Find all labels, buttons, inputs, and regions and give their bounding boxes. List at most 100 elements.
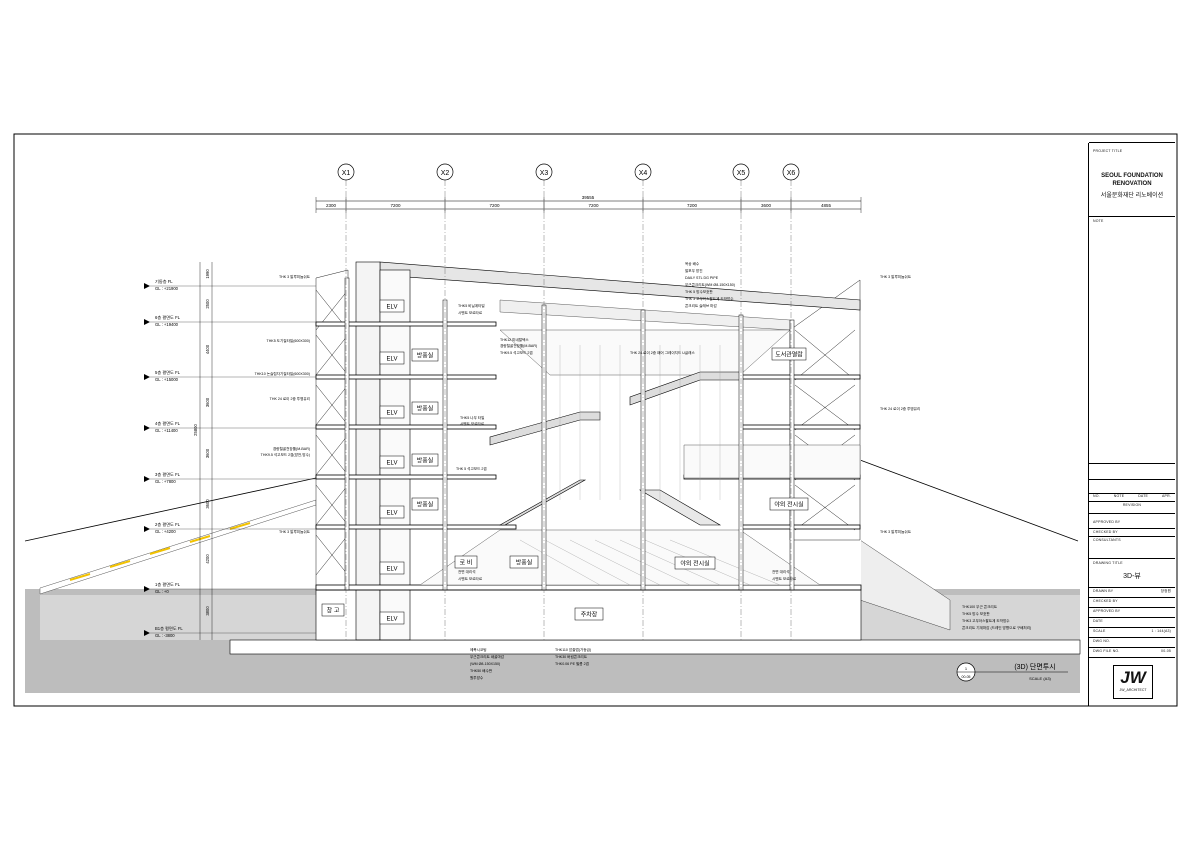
room-elv: ELV [387,357,398,363]
dim-span: 4855 [821,203,832,208]
rev-col-note: NOTE [1113,494,1125,498]
dim-span: 7200 [588,203,599,208]
height-dim: 3600 [205,397,210,407]
height-dim: 1990 [205,269,210,279]
tag-sheet: 00-05 [962,675,971,679]
room-storage-box [321,603,345,617]
grid-bubble [535,163,553,181]
approved-by-label: APPROVED BY [1093,520,1121,524]
dwg-file-label: DWG FILE NO. [1093,649,1120,653]
note-bottom-left: (WM Ø8-150X150) [470,662,500,666]
level-gl: GL : +19400 [155,322,179,327]
checked-by-label: CHECKED BY [1093,530,1118,534]
room-bang: 방풍실 [417,352,434,360]
drawing-title-label: DRAWING TITLE [1093,561,1123,565]
level-name: 1층 평면도 FL [155,581,181,587]
room-elv-box [379,505,405,519]
logo: JW [1120,668,1146,687]
site-line-right [859,459,1079,542]
building-section [315,261,862,641]
drawn-by-row: DRAWN BY 장정원 [1093,589,1171,594]
height-total: 25800 [193,424,198,436]
date-label: DATE [1093,619,1103,623]
scale-value: 1 : 144(A3) [1151,629,1171,633]
room-bang-box [411,453,439,467]
note-left: THK 24 로이 2중 투명유리 [270,396,310,401]
rev-col-date: DATE [1138,494,1149,498]
revision-label: REVISION [1122,503,1142,507]
room-lobby-box [454,555,478,569]
room-bang-box [411,497,439,511]
level-name: 6층 평면도 FL [155,314,181,320]
note-bottom-right: THK3 고무아스팔트계 도막방수 [962,618,1010,623]
room-parking-box [574,607,604,621]
grid-bubble [634,163,652,181]
level-triangle [144,630,150,636]
room-bang: 방풍실 [516,559,533,567]
note-mid: THK 5 석고보드 2겹 [456,466,487,471]
level-triangle [144,283,150,289]
room-bang: 방풍실 [417,405,434,413]
note-bottom-mid: THK30 버림콘크리트 [555,654,588,659]
grid-axis-label: X3 [540,170,549,177]
level-gl: GL : -3800 [155,633,175,638]
drawing-title: 3D-뷰 [1123,573,1141,580]
room-gallery-box [674,556,716,570]
room-bang-box [411,401,439,415]
note-mid: THK9.5 석고보드 2겹 [500,350,533,355]
dwg-no-label: DWG NO. [1093,639,1111,643]
note-left: THK5 도기질타일(600X300) [267,338,311,343]
project-title-label: PROJECT TITLE [1093,149,1123,153]
logo-sub: JW_ARCHITECT [1119,688,1147,692]
scale-label: SCALE [1093,629,1106,633]
room-parking: 주차장 [581,611,598,619]
drawn-by-label: DRAWN BY [1093,589,1114,593]
note-mid: 시멘트 모르타르 [460,421,485,426]
note-left: THK9.5 석고보드 2겹(방전,방수) [261,452,310,457]
site-line-left [24,477,317,542]
room-elv: ELV [387,567,398,573]
checked-by2-label: CHECKED BY [1093,599,1118,603]
height-dim: 3600 [205,448,210,458]
note-bottom-left: 무근콘크리트 쇄골마감 [470,654,505,659]
note-mid: THK5 나무 타일 [460,415,484,420]
note-bottom-mid: THK0.06 PE 필름 2겹 [555,661,589,666]
approved-by2-label: APPROVED BY [1093,609,1121,613]
logo-box: JW JW_ARCHITECT [1113,665,1153,699]
room-bang: 방풍실 [417,501,434,509]
dim-total: 39555 [582,195,595,200]
grid-axis-label: X2 [441,170,450,177]
sheet-border [13,133,1178,707]
grid-axis-label: X6 [787,170,796,177]
dim-span: 3600 [761,203,772,208]
note-top: 발포우 방진 [685,268,703,273]
room-bang-box [509,555,539,569]
height-dim: 4400 [205,344,210,354]
note-mid: THK5 비닐계타일 [458,303,485,308]
title-block: PROJECT TITLE SEOUL FOUNDATION RENOVATIO… [1088,142,1175,706]
note-bottom-left: THK50 배수판 [470,668,493,673]
note-right: THK 3 알루미늄쉬트 [880,274,912,279]
road-left [39,499,317,595]
note-left: 경량철골천장틀(M-BAR) [273,446,310,451]
level-name: 2층 평면도 FL [155,521,181,527]
note-inner: 시멘트 모르타르 [458,576,483,581]
note-left: THK 3 알루미늄쉬트 [279,274,311,279]
room-elv: ELV [387,411,398,417]
project-en-1: SEOUL FOUNDATION [1101,173,1163,179]
height-dim: 4200 [205,554,210,564]
note-right: THK 24 로이 2중 투명유리 [880,406,920,411]
grid-bubble [436,163,454,181]
tag-title: (3D) 단면투시 [1014,662,1055,671]
room-bang: 방풍실 [417,457,434,465]
note-top: THK 5 방수보호판 [685,289,713,294]
revision-columns: NO. NOTE DATE APR. [1093,494,1171,498]
dwg-file-value: 00-05 [1161,649,1171,653]
project-kr: 서울문화재단 리노베이션 [1100,193,1164,199]
grid-bubble [732,163,750,181]
note-top: 콘크리트 슬래브 마감 [685,303,717,308]
